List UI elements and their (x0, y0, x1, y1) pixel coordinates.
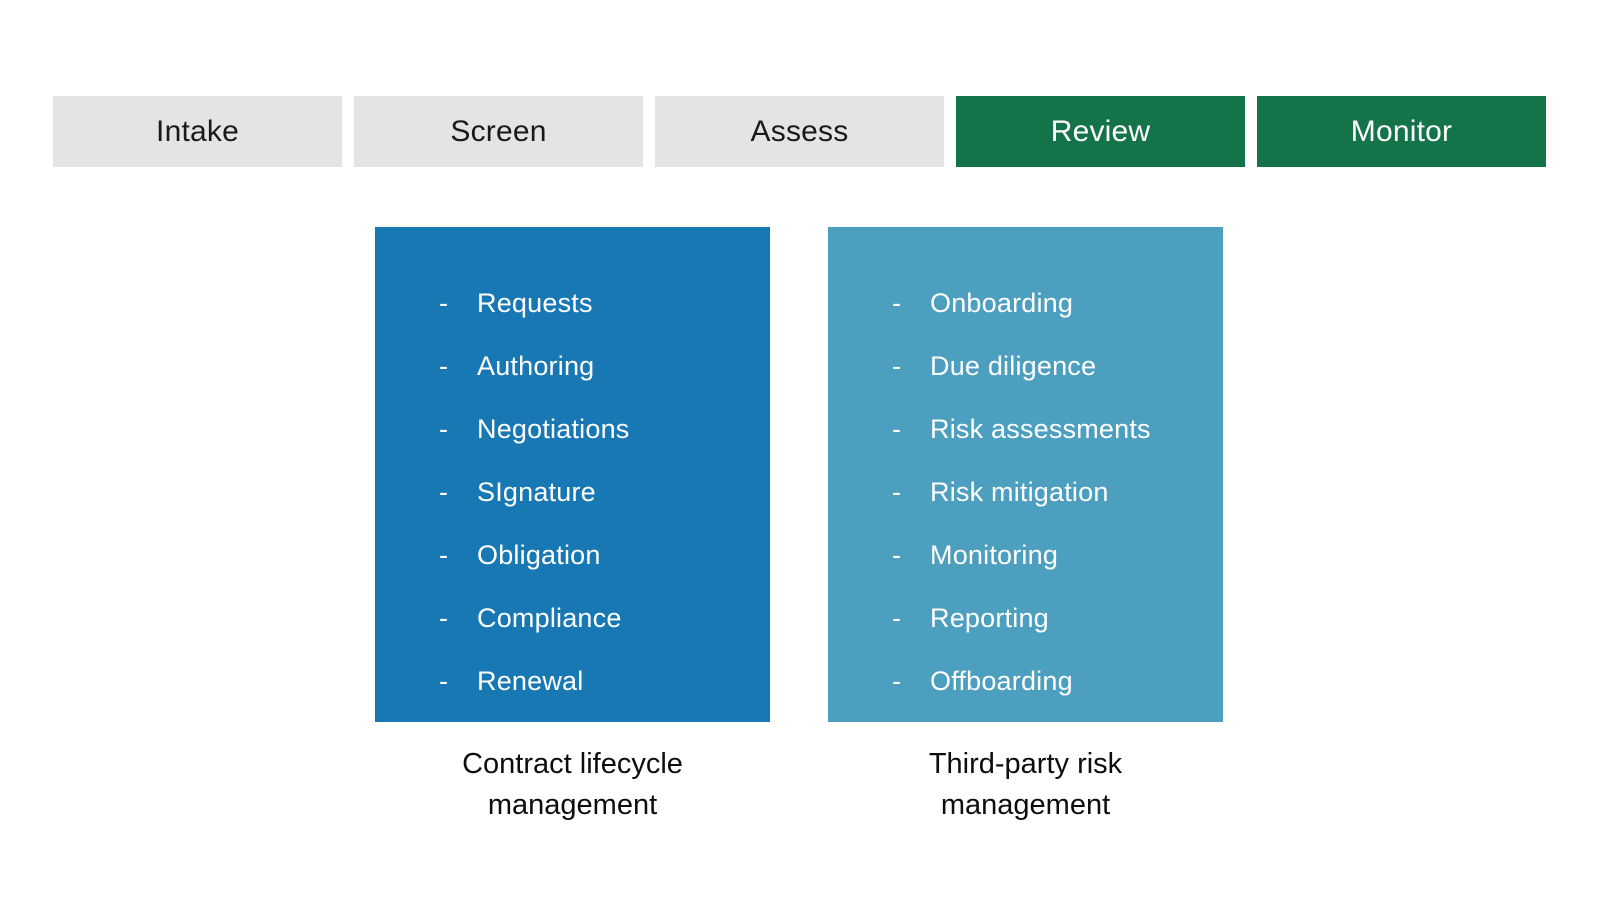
list-item: -Requests (375, 272, 770, 335)
stage-review[interactable]: Review (956, 96, 1245, 167)
bullet-dash: - (439, 540, 449, 570)
bullet-dash: - (439, 477, 449, 507)
contract-lifecycle-list: -Requests-Authoring-Negotiations-SIgnatu… (375, 227, 770, 713)
stage-monitor[interactable]: Monitor (1257, 96, 1546, 167)
list-item-label: Renewal (477, 666, 584, 696)
list-item-label: Authoring (477, 351, 595, 381)
bullet-dash: - (892, 603, 902, 633)
third-party-risk-list: -Onboarding-Due diligence-Risk assessmen… (828, 227, 1223, 713)
list-item-label: Requests (477, 288, 593, 318)
bullet-dash: - (439, 351, 449, 381)
list-item-label: Risk assessments (930, 414, 1151, 444)
list-item-label: SIgnature (477, 477, 596, 507)
bullet-dash: - (892, 477, 902, 507)
list-item-label: Obligation (477, 540, 601, 570)
bullet-dash: - (892, 540, 902, 570)
list-item-label: Monitoring (930, 540, 1059, 570)
panel-third-party-risk: -Onboarding-Due diligence-Risk assessmen… (828, 227, 1223, 722)
caption-contract-lifecycle: Contract lifecycle management (462, 748, 683, 821)
list-item: -Due diligence (828, 335, 1223, 398)
stage-intake[interactable]: Intake (53, 96, 342, 167)
list-item: -Risk mitigation (828, 461, 1223, 524)
list-item: -Obligation (375, 524, 770, 587)
bullet-dash: - (892, 351, 902, 381)
list-item: -Authoring (375, 335, 770, 398)
list-item-label: Offboarding (930, 666, 1073, 696)
bullet-dash: - (439, 288, 449, 318)
list-item-label: Risk mitigation (930, 477, 1109, 507)
list-item: -Negotiations (375, 398, 770, 461)
list-item: -Reporting (828, 587, 1223, 650)
bullet-dash: - (892, 288, 902, 318)
list-item-label: Reporting (930, 603, 1049, 633)
bullet-dash: - (439, 603, 449, 633)
list-item-label: Compliance (477, 603, 622, 633)
bullet-dash: - (892, 414, 902, 444)
list-item: -Onboarding (828, 272, 1223, 335)
list-item: -Risk assessments (828, 398, 1223, 461)
bullet-dash: - (439, 666, 449, 696)
stage-screen[interactable]: Screen (354, 96, 643, 167)
list-item: -Renewal (375, 650, 770, 713)
list-item: -Monitoring (828, 524, 1223, 587)
list-item-label: Onboarding (930, 288, 1074, 318)
list-item-label: Negotiations (477, 414, 630, 444)
stage-assess[interactable]: Assess (655, 96, 944, 167)
list-item: -Compliance (375, 587, 770, 650)
panel-contract-lifecycle: -Requests-Authoring-Negotiations-SIgnatu… (375, 227, 770, 722)
list-item-label: Due diligence (930, 351, 1097, 381)
bullet-dash: - (439, 414, 449, 444)
caption-third-party-risk: Third-party risk management (928, 748, 1123, 821)
list-item: -Offboarding (828, 650, 1223, 713)
list-item: -SIgnature (375, 461, 770, 524)
bullet-dash: - (892, 666, 902, 696)
